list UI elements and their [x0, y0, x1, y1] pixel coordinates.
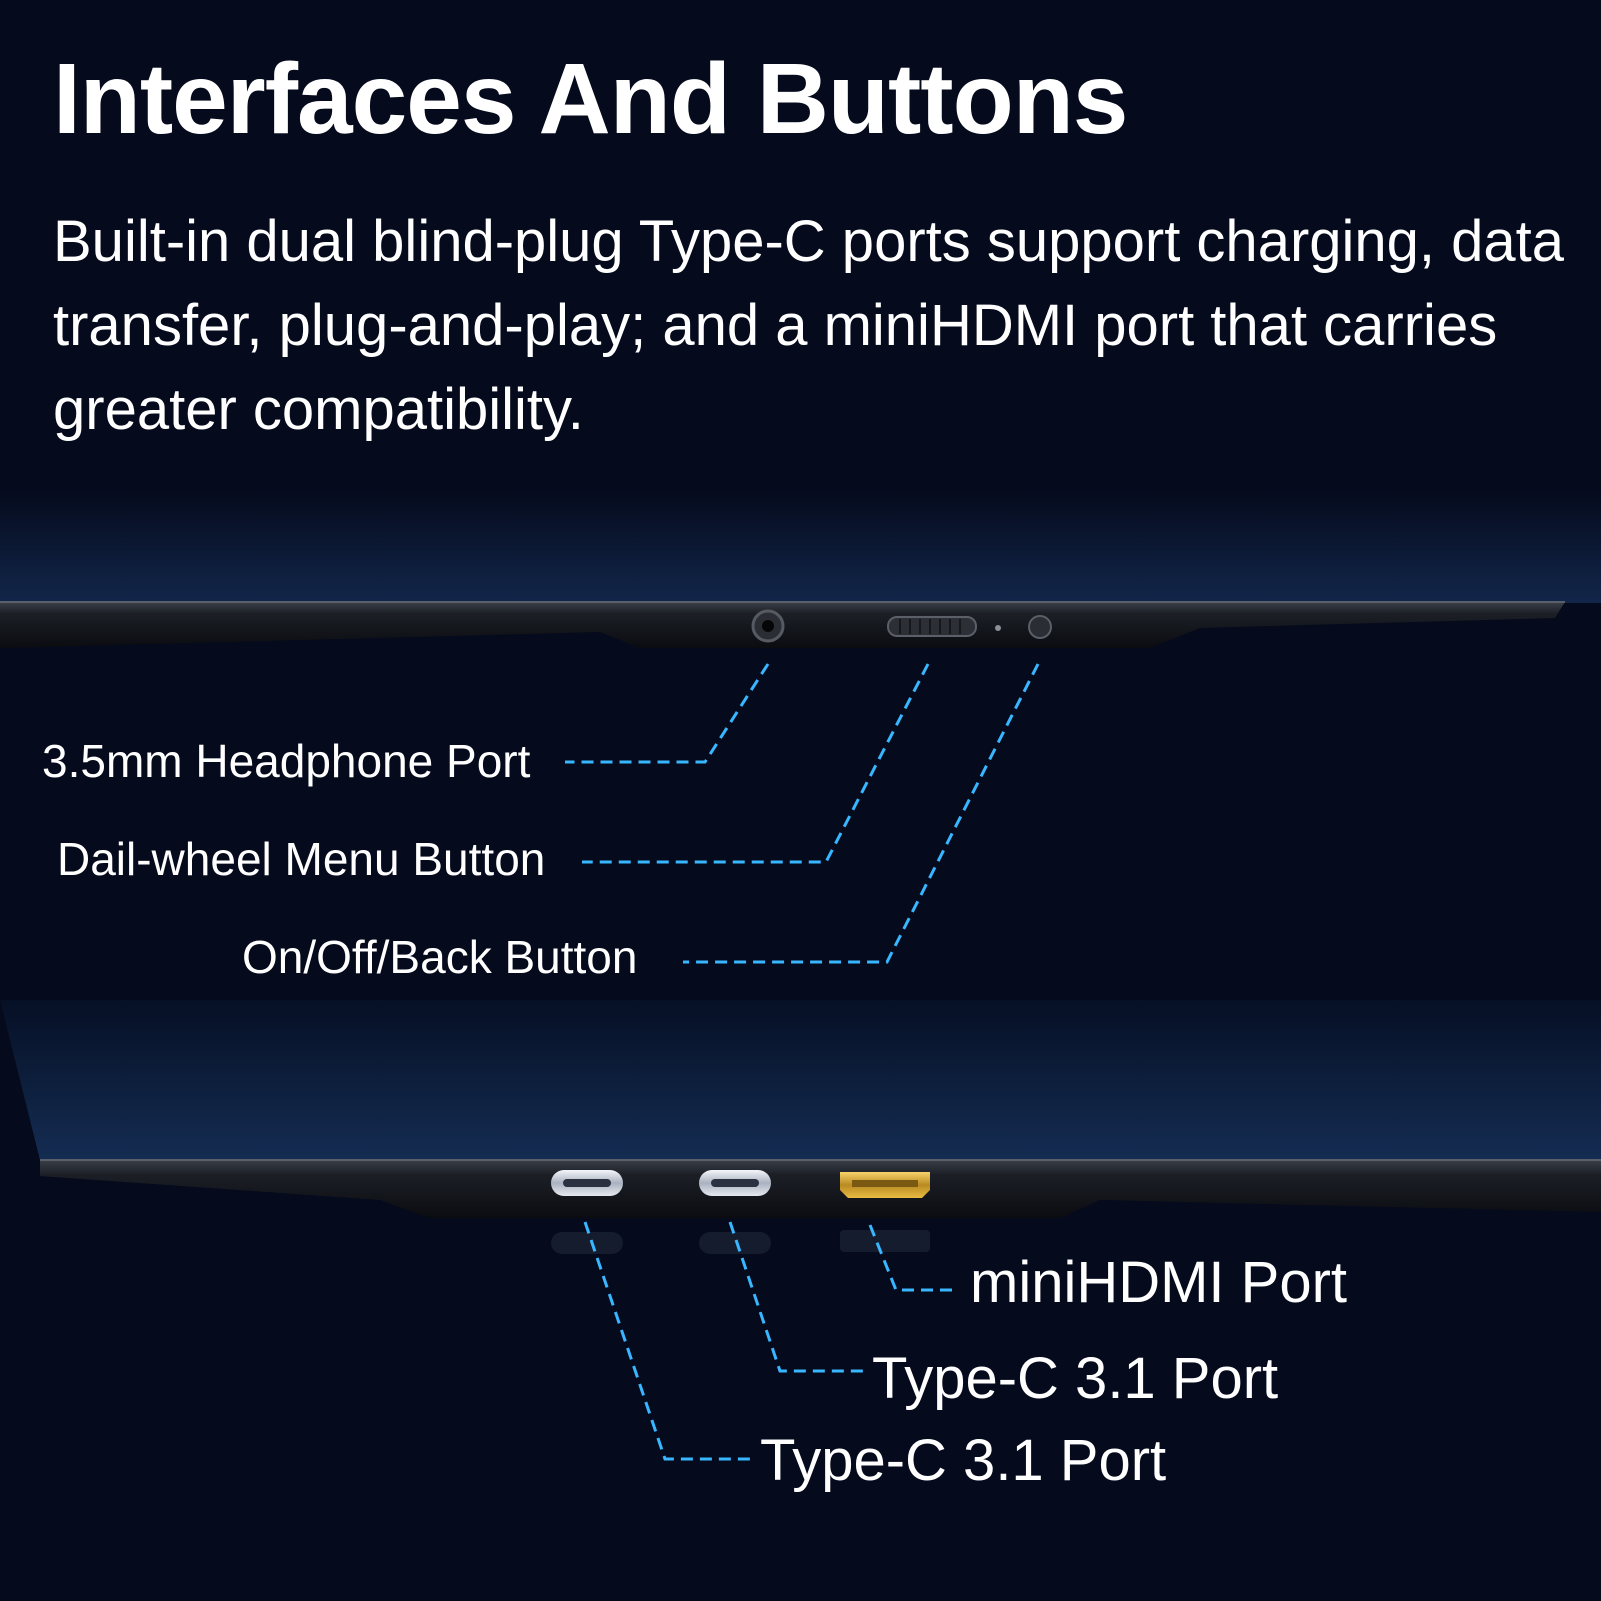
callout-line-typec2	[728, 1221, 864, 1373]
callout-line-typec1	[583, 1221, 750, 1461]
upper-panel-glow	[0, 488, 1601, 603]
dial-wheel-button-label: Dail-wheel Menu Button	[57, 833, 546, 885]
page-description: Built-in dual blind-plug Type-C ports su…	[53, 209, 1565, 442]
dial-wheel-icon	[887, 616, 977, 637]
callout-line-dial	[582, 663, 930, 864]
indicator-led-icon	[995, 625, 1001, 631]
power-button-label: On/Off/Back Button	[242, 931, 638, 983]
power-button-icon	[1028, 615, 1052, 639]
callout-line-headphone	[565, 663, 770, 764]
lower-panel-glow	[0, 1000, 1601, 1160]
typec-port-1-label: Type-C 3.1 Port	[760, 1428, 1167, 1493]
page-title: Interfaces And Buttons	[53, 43, 1128, 155]
callout-line-power	[683, 663, 1040, 964]
callout-line-hdmi	[868, 1224, 958, 1292]
headphone-port-label: 3.5mm Headphone Port	[42, 735, 531, 787]
lower-device-edge	[40, 1160, 1601, 1218]
minihdmi-port-label: miniHDMI Port	[970, 1250, 1348, 1315]
typec-port-2-label: Type-C 3.1 Port	[872, 1346, 1279, 1411]
